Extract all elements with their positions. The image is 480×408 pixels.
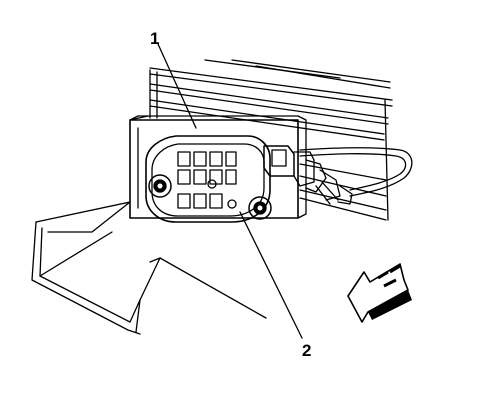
lower-trim-panel bbox=[31, 201, 267, 335]
electrical-connector bbox=[263, 145, 353, 205]
mounting-stud-right bbox=[248, 196, 272, 220]
arrow-down-left-icon bbox=[347, 263, 412, 323]
bracket-housing bbox=[129, 115, 307, 219]
switch-module bbox=[145, 135, 271, 223]
callout-leaders bbox=[157, 43, 303, 339]
callout-label-1: 1 bbox=[150, 29, 159, 48]
callout-label-2: 2 bbox=[302, 341, 311, 360]
wiring-harness bbox=[299, 147, 413, 205]
mounting-stud-left bbox=[148, 174, 172, 198]
